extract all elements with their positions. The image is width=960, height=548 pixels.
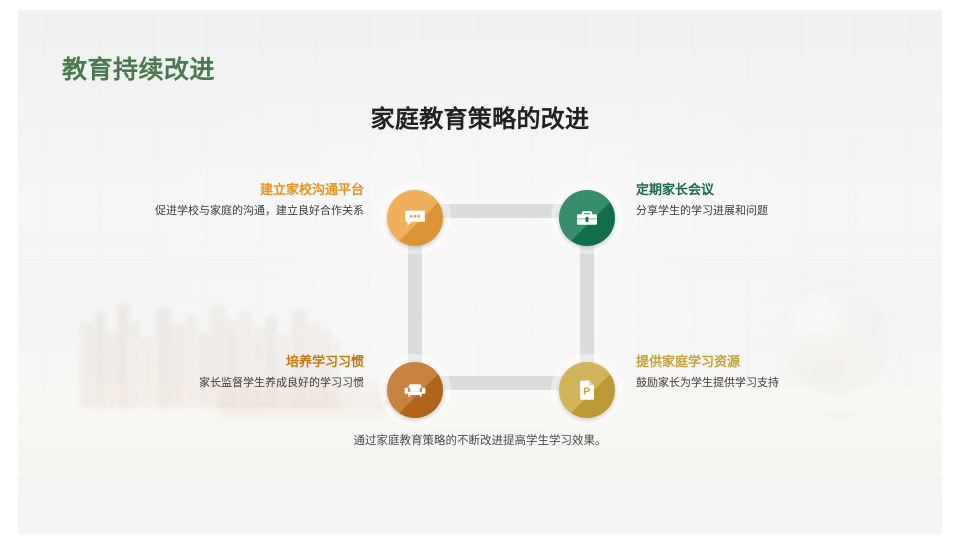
node-disc	[559, 190, 615, 246]
connector-left	[408, 211, 422, 383]
slide-caption: 通过家庭教育策略的不断改进提高学生学习效果。	[353, 435, 607, 447]
node-communication-platform[interactable]	[379, 182, 451, 254]
label-title: 定期家长会议	[636, 182, 715, 197]
chat-bubble-icon	[405, 210, 425, 226]
label-description: 分享学生的学习进展和问题	[636, 205, 768, 217]
connector-bottom	[415, 376, 587, 390]
svg-text:P: P	[583, 386, 590, 398]
background-vignette	[18, 10, 942, 534]
label-title: 提供家庭学习资源	[636, 354, 741, 369]
connector-right	[580, 211, 594, 383]
label-description: 家长监督学生养成良好的学习习惯	[199, 377, 364, 389]
label-parent-meeting: 定期家长会议 分享学生的学习进展和问题	[636, 181, 860, 220]
label-communication-platform: 建立家校沟通平台 促进学校与家庭的沟通，建立良好合作关系	[140, 181, 364, 220]
label-title: 培养学习习惯	[285, 354, 364, 369]
node-disc	[387, 362, 443, 418]
label-description: 鼓励家长为学生提供学习支持	[636, 377, 779, 389]
node-parent-meeting[interactable]	[551, 182, 623, 254]
node-learning-resources[interactable]: P	[551, 354, 623, 426]
armchair-icon	[404, 384, 426, 397]
slide-canvas	[18, 10, 942, 534]
label-study-habits: 培养学习习惯 家长监督学生养成良好的学习习惯	[140, 353, 364, 392]
node-study-habits[interactable]	[379, 354, 451, 426]
label-description: 促进学校与家庭的沟通，建立良好合作关系	[155, 205, 364, 217]
connector-top	[415, 204, 587, 218]
node-disc	[387, 190, 443, 246]
page-title: 家庭教育策略的改进	[370, 106, 590, 133]
slide-kicker: 教育持续改进	[62, 56, 216, 84]
label-learning-resources: 提供家庭学习资源 鼓励家长为学生提供学习支持	[636, 353, 860, 392]
document-p-icon: P	[580, 380, 594, 400]
node-disc: P	[559, 362, 615, 418]
briefcase-icon	[577, 211, 597, 225]
background-white-veil	[18, 10, 942, 534]
label-title: 建立家校沟通平台	[259, 182, 364, 197]
